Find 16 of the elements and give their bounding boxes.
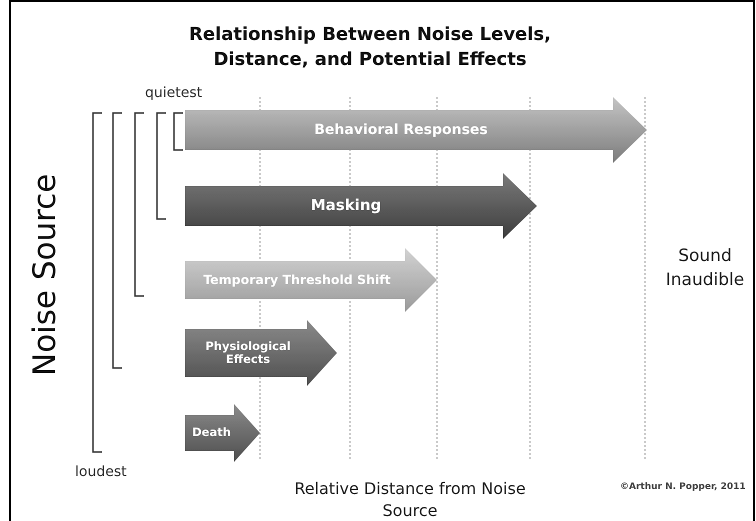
axis-title: Relative Distance from Noise Source bbox=[293, 478, 527, 521]
arrow-label: Physiological Effects bbox=[204, 338, 292, 368]
arrow-label: Masking bbox=[310, 195, 382, 216]
region-label: Sound Inaudible bbox=[664, 245, 746, 292]
arrow-label: Temporary Threshold Shift bbox=[202, 270, 392, 289]
arrow-shape bbox=[185, 320, 337, 386]
title: Relationship Between Noise Levels, Distance, and Potential Effects bbox=[188, 23, 552, 72]
scale-end-label: quietest bbox=[145, 85, 202, 101]
arrow-shape bbox=[185, 173, 537, 239]
copyright-note: ©Arthur N. Popper, 2011 bbox=[620, 482, 746, 492]
arrow-shape bbox=[185, 404, 260, 462]
axis-title: Noise Source bbox=[27, 176, 63, 376]
arrow-shape bbox=[185, 248, 437, 312]
scale-end-label: loudest bbox=[75, 464, 127, 480]
arrow-label: Death bbox=[191, 424, 232, 442]
arrow-label: Behavioral Responses bbox=[313, 120, 489, 140]
